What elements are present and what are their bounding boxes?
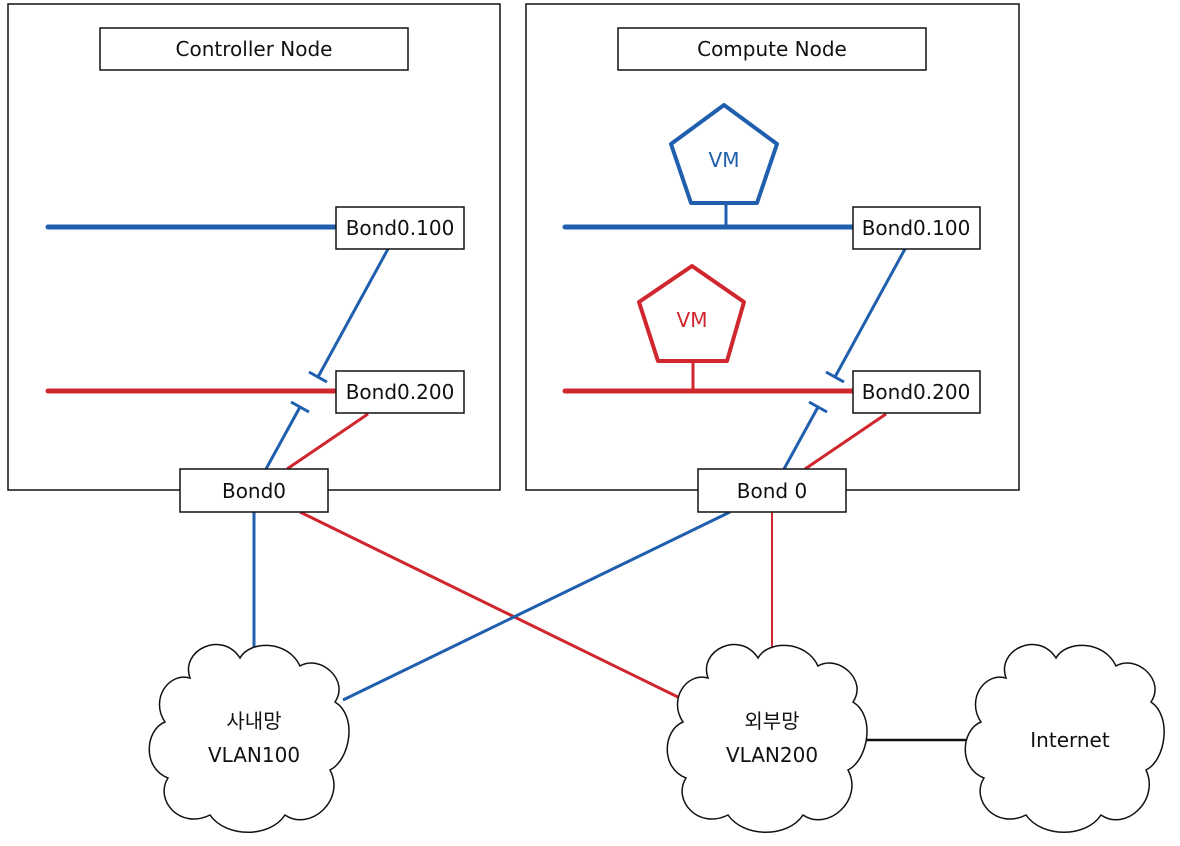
cloud-vlan100: 사내망 VLAN100 [148,643,350,833]
compute-bond0-100-box: Bond0.100 [852,206,981,250]
controller-bond0-100-box: Bond0.100 [335,206,465,250]
controller-bond0-100-label: Bond0.100 [346,216,455,240]
controller-bond0-label: Bond0 [222,479,286,503]
compute-bond0-100-label: Bond0.100 [862,216,971,240]
controller-bond0-blue-uplink [264,406,302,470]
controller-bond0-200-box: Bond0.200 [335,370,465,414]
compute-vm-red-label: VM [677,308,708,332]
controller-title-box: Controller Node [99,27,409,71]
controller-bond0-blue-uplink-tick [290,400,310,414]
compute-title: Compute Node [697,37,847,61]
compute-bond100-link-end-tick [825,370,845,384]
compute-bond0-label: Bond 0 [737,479,807,503]
cloud-vlan200-name: 외부망 [744,709,799,733]
compute-bond0-200-label: Bond0.200 [862,380,971,404]
compute-bond0-red-uplink [804,412,887,471]
cloud-vlan200-vlan: VLAN200 [726,743,818,767]
cloud-internet: Internet [964,643,1165,833]
compute-vm-blue-label: VM [709,148,740,172]
controller-bond100-link-end-tick [308,370,328,384]
controller-bond0-200-label: Bond0.200 [346,380,455,404]
controller-bond0-box: Bond0 [179,468,329,513]
compute-vm-blue-icon [669,103,779,205]
controller-title: Controller Node [176,37,333,61]
compute-bond0-box: Bond 0 [697,468,847,513]
controller-bond100-to-bond200-link [316,248,390,378]
compute-bond0-blue-uplink-tick [808,400,828,414]
controller-bond0-red-uplink [286,412,369,471]
compute-title-box: Compute Node [617,27,927,71]
cloud-vlan100-name: 사내망 [226,709,281,733]
cloud-vlan200: 외부망 VLAN200 [666,643,868,833]
compute-bond100-to-bond200-link [833,248,907,378]
compute-bond0-blue-uplink [782,406,820,470]
cloud-vlan100-vlan: VLAN100 [208,743,300,767]
controller-bond0-to-vlan200-link [299,510,685,702]
cloud-internet-name: Internet [1030,728,1110,752]
compute-bond0-to-vlan100-link [342,510,731,702]
compute-bond0-200-box: Bond0.200 [852,370,981,414]
compute-vm-red-icon [637,264,746,363]
